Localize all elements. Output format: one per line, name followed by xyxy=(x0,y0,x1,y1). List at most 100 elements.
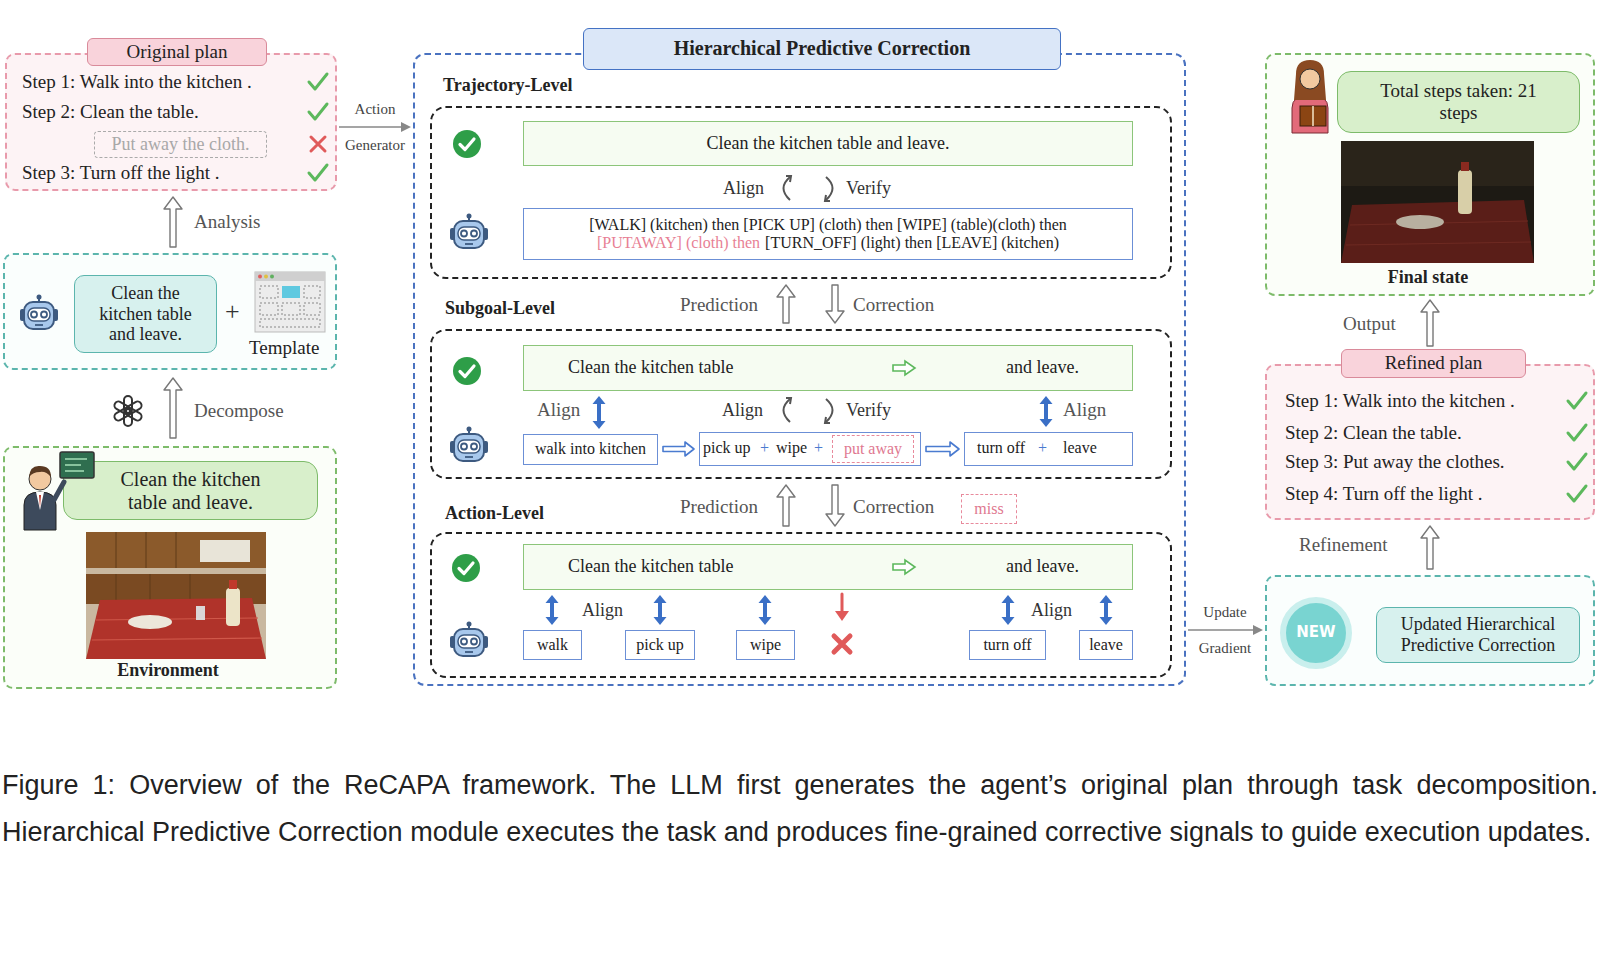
subgoal-box: walk into kitchen xyxy=(523,434,658,465)
edge-label: Action Generator xyxy=(339,91,411,163)
figure-caption: Figure 1: Overview of the ReCAPA framewo… xyxy=(2,762,1598,856)
update-panel: NEW Updated Hierarchical Predictive Corre… xyxy=(1265,575,1595,686)
subgoal-box: pick up + wipe + put away xyxy=(699,432,921,466)
node-text: Step 2: Clean the table. xyxy=(22,101,199,123)
connector-arrow xyxy=(164,378,182,438)
node-text: walk xyxy=(537,636,568,654)
task-box: Clean the kitchen table and leave. xyxy=(74,275,217,353)
node-text: + xyxy=(225,297,240,327)
node-text: leave xyxy=(1063,439,1097,457)
teacher-figure xyxy=(24,452,94,530)
node-text: [TURN_OFF] (light) then [LEAVE] (kitchen… xyxy=(765,234,1059,252)
node-text: Clean the kitchen table xyxy=(568,357,733,378)
node-text: Step 1: Walk into the kitchen . xyxy=(22,71,252,93)
steps-bubble: Total steps taken: 21 steps xyxy=(1337,71,1580,133)
action-box: walk xyxy=(523,630,582,660)
node-text: and leave. xyxy=(1006,556,1079,577)
action-box: leave xyxy=(1079,630,1133,660)
node-text: put away xyxy=(844,440,902,458)
node-text: wipe xyxy=(776,439,807,457)
subgoal-box: turn off + leave xyxy=(964,432,1133,466)
node-text: Clean the kitchen table and leave. xyxy=(86,283,206,345)
node-text: NEW xyxy=(1296,624,1335,641)
annotation-label: Verify xyxy=(846,178,891,199)
node-text: wipe xyxy=(750,636,781,654)
node-text: [PUTAWAY] (cloth) then xyxy=(597,234,760,252)
connector-arrow xyxy=(1188,625,1263,635)
edge-label: Analysis xyxy=(194,211,261,233)
heading-text: Refined plan xyxy=(1341,349,1526,378)
edge-label: Output xyxy=(1343,313,1396,335)
action-box: turn off xyxy=(969,630,1046,660)
text-row: [PUTAWAY] (cloth) then [TURN_OFF] (light)… xyxy=(597,234,1059,252)
edge-label: Decompose xyxy=(194,400,284,422)
plan-panel: Original planStep 1: Walk into the kitch… xyxy=(5,53,337,191)
node-text: Step 3: Turn off the light . xyxy=(22,162,220,184)
edge-label: Update Gradient xyxy=(1193,594,1257,666)
node-text: + xyxy=(760,439,769,457)
action-box: pick up xyxy=(625,630,695,660)
node-text: turn off xyxy=(977,439,1025,457)
node-text: and leave. xyxy=(1006,357,1079,378)
node-text: Step 2: Clean the table. xyxy=(1285,422,1462,444)
node-text: + xyxy=(814,439,823,457)
final-state-photo xyxy=(1341,141,1534,263)
connector-arrow xyxy=(654,595,667,625)
connector-arrow xyxy=(546,595,559,625)
node-text: pick up xyxy=(703,439,751,457)
verified-icons xyxy=(452,130,481,582)
goal-box: Clean the kitchen table and leave. xyxy=(523,345,1133,391)
miss-tag: miss xyxy=(961,494,1017,524)
missing-step-box: put away xyxy=(832,435,914,463)
updated-module-box: Updated Hierarchical Predictive Correcti… xyxy=(1376,607,1580,663)
connector-arrow xyxy=(777,285,795,323)
connector-arrow xyxy=(1421,300,1439,346)
heading-text: Action-Level xyxy=(445,503,544,524)
annotation-label: Align xyxy=(1031,600,1072,621)
heading-text: Hierarchical Predictive Correction xyxy=(583,28,1061,70)
action-box: wipe xyxy=(736,630,795,660)
node-text: Environment xyxy=(3,660,333,681)
goal-box: Clean the kitchen table and leave. xyxy=(523,121,1133,166)
connector-arrow xyxy=(1002,595,1015,625)
reading-figure xyxy=(1292,60,1328,133)
connector-arrow xyxy=(777,485,795,526)
action-sequence-box: [WALK] (kitchen) then [PICK UP] (cloth) … xyxy=(523,208,1133,260)
node-text: Clean the kitchen table and leave. xyxy=(101,468,281,514)
node-text: Clean the kitchen table and leave. xyxy=(707,133,950,154)
template-icon xyxy=(255,272,325,332)
heading-text: Subgoal-Level xyxy=(445,298,555,319)
openai-logo xyxy=(113,396,143,426)
connector-arrow xyxy=(826,285,844,323)
node-text: leave xyxy=(1089,636,1123,654)
heading-text: Trajectory-Level xyxy=(443,75,573,96)
node-text: Clean the kitchen table xyxy=(568,556,733,577)
connector-arrow xyxy=(1421,526,1439,569)
missing-action-marker xyxy=(834,594,850,652)
edge-label: Correction xyxy=(853,496,934,518)
instruction-bubble: Clean the kitchen table and leave. xyxy=(63,461,318,520)
level-panel: Trajectory-LevelClean the kitchen table … xyxy=(430,106,1172,279)
align-verify-arrows xyxy=(784,176,833,423)
node-text: turn off xyxy=(983,636,1031,654)
check-marks xyxy=(309,74,1586,501)
connector-arrow xyxy=(339,122,411,132)
node-text: miss xyxy=(974,500,1003,518)
node-text: Updated Hierarchical Predictive Correcti… xyxy=(1383,614,1573,655)
node-text: Put away the cloth. xyxy=(112,134,250,155)
connector-arrow xyxy=(826,485,844,526)
connector-arrow xyxy=(926,442,959,456)
edge-label: Refinement xyxy=(1299,534,1388,556)
plan-panel: Refined planStep 1: Walk into the kitche… xyxy=(1265,364,1595,520)
edge-label: Prediction xyxy=(680,294,758,316)
node-text: pick up xyxy=(636,636,684,654)
goal-flow-arrows xyxy=(893,361,915,574)
node-text: Step 3: Put away the clothes. xyxy=(1285,451,1505,473)
node-text: + xyxy=(1038,439,1047,457)
kitchen-photo xyxy=(86,532,266,659)
new-badge: NEW xyxy=(1280,597,1352,669)
heading-text: Original plan xyxy=(87,38,267,66)
annotation-label: Verify xyxy=(846,400,891,421)
node-text: Template xyxy=(249,337,319,359)
